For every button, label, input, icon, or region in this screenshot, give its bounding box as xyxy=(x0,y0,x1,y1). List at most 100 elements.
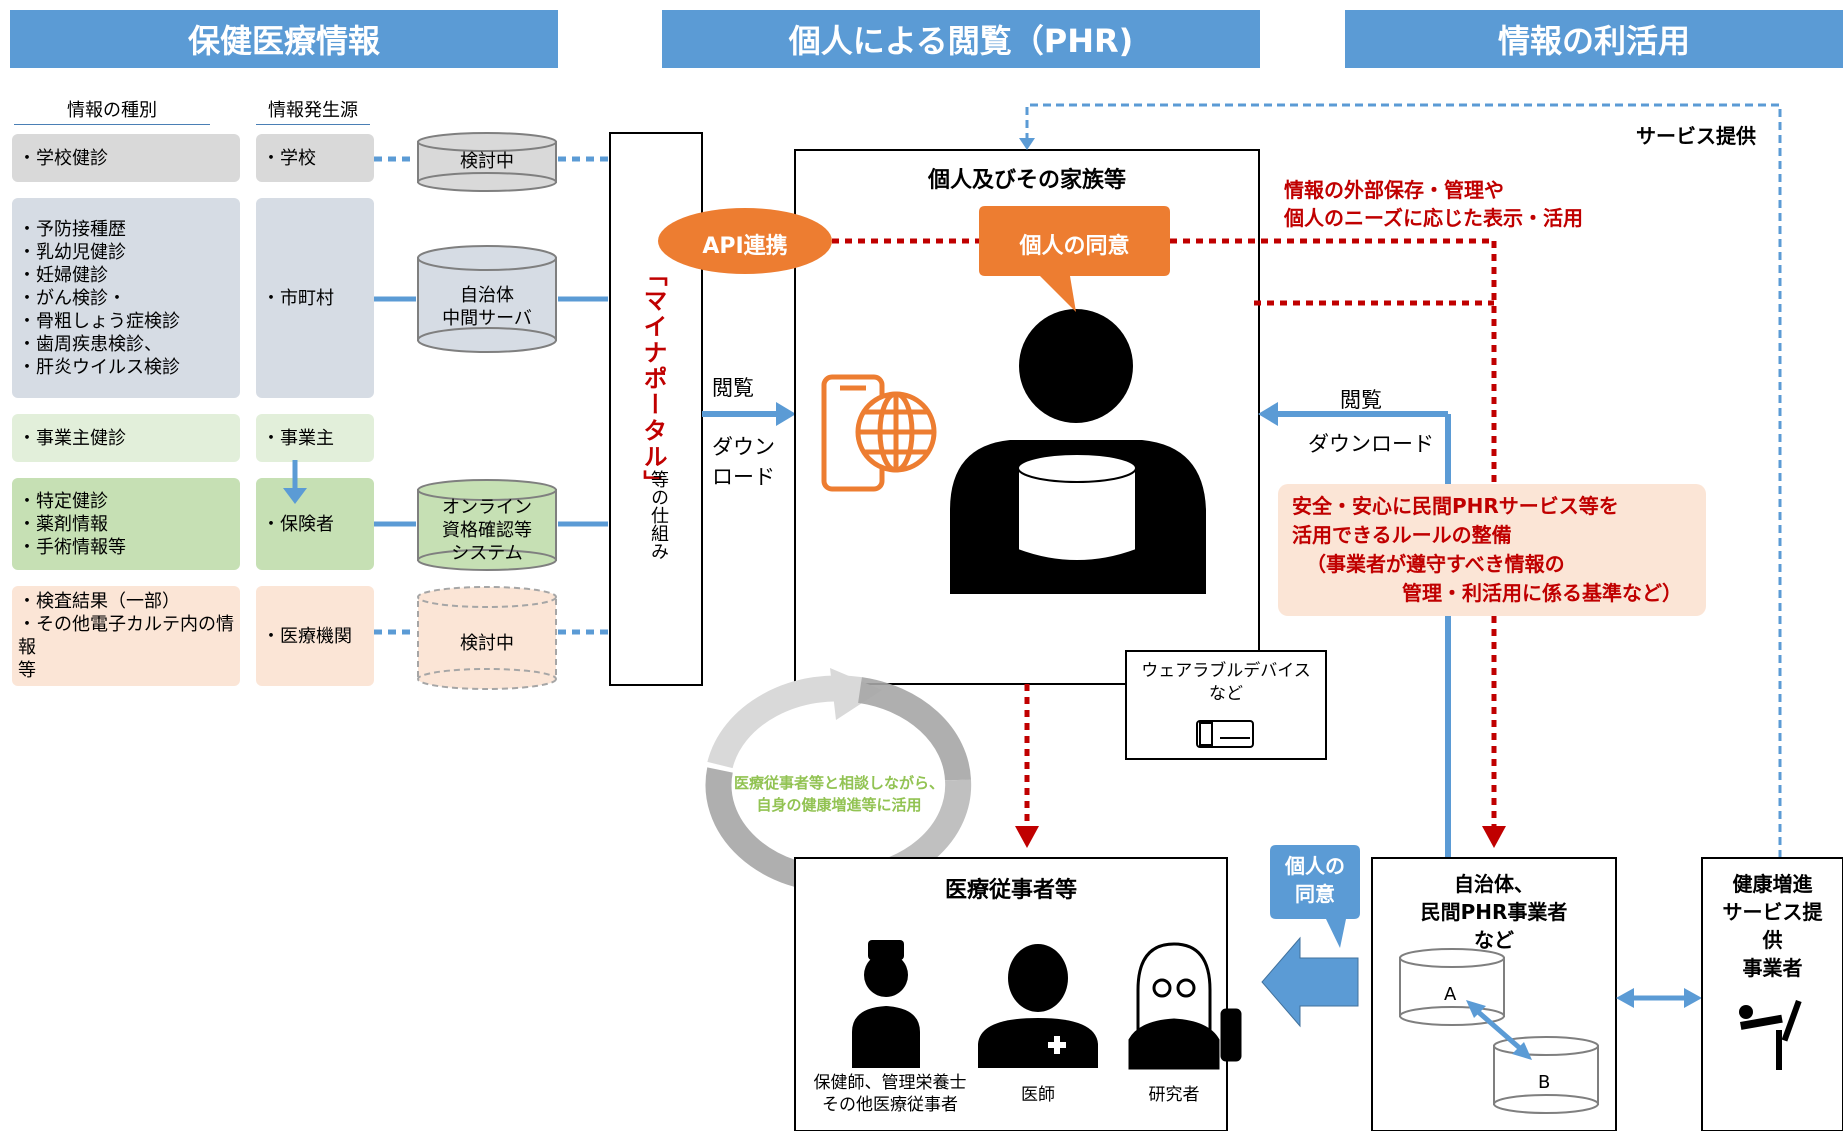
type-item: ・学校健診 xyxy=(18,147,108,169)
db-municipal-line: 自治体 xyxy=(460,285,514,306)
header-utilization: 情報の利活用 xyxy=(1345,10,1843,68)
db-a-cylinder xyxy=(1399,948,1505,1026)
health-title-line: サービス提 xyxy=(1722,900,1823,924)
db-hospital-cylinder xyxy=(417,586,557,690)
consent2-line: 同意 xyxy=(1295,882,1335,906)
type-item: ・妊婦健診 xyxy=(18,264,108,286)
db-a-label: A xyxy=(1444,984,1457,1005)
type-item: ・乳幼児健診 xyxy=(18,241,126,263)
type-item: ・検査結果（一部） xyxy=(18,591,180,612)
left-download-line: ダウン xyxy=(712,435,775,459)
person-silhouette xyxy=(950,309,1206,594)
nurse-label-line: その他医療従事者 xyxy=(822,1095,958,1115)
type-cell-hospital: ・検査結果（一部） ・その他電子カルテ内の情報 等 xyxy=(12,586,240,686)
column-header-source: 情報発生源 xyxy=(256,96,370,125)
source-employer: ・事業主 xyxy=(256,414,374,462)
db-municipal-label: 自治体 中間サーバ xyxy=(418,284,556,330)
type-cell-employer: ・事業主健診 xyxy=(12,414,240,462)
consent2-callout xyxy=(1270,845,1360,948)
db-school-cylinder xyxy=(417,132,557,192)
type-item: ・歯周疾患検診、 xyxy=(18,333,162,355)
portal-name: 「マイナポータル」 xyxy=(639,262,667,496)
portal-suffix: 等の仕組み xyxy=(648,470,669,560)
type-item: ・手術情報等 xyxy=(18,536,126,558)
type-item: ・その他電子カルテ内の情報 xyxy=(18,614,234,658)
source-hospital: ・医療機関 xyxy=(256,586,374,686)
db-online-label: オンライン 資格確認等 システム xyxy=(418,496,556,565)
external-text: 情報の外部保存・管理や 個人のニーズに応じた表示・活用 xyxy=(1284,176,1583,232)
external-text-line: 情報の外部保存・管理や xyxy=(1284,178,1504,202)
device-globe-icon xyxy=(821,374,937,492)
type-item: ・骨粗しょう症検診 xyxy=(18,310,180,332)
rules-line: 安全・安心に民間PHRサービス等を xyxy=(1292,494,1619,518)
db-online-line: 資格確認等 xyxy=(442,520,532,541)
consent-label: 個人の同意 xyxy=(1019,234,1130,259)
health-title-line: 事業者 xyxy=(1742,956,1803,980)
health-title-line: 健康増進 xyxy=(1732,872,1813,896)
header-health-info: 保健医療情報 xyxy=(10,10,558,68)
medical-title: 医療従事者等 xyxy=(944,878,1077,903)
researcher-icon xyxy=(1128,942,1242,1070)
db-municipal-line: 中間サーバ xyxy=(442,308,532,329)
rules-line: 管理・利活用に係る基準など） xyxy=(1402,581,1682,605)
operators-title: 自治体、 民間PHR事業者 など xyxy=(1372,870,1616,954)
consent-callout xyxy=(979,206,1170,312)
type-cell-school: ・学校健診 xyxy=(12,134,240,182)
type-item: ・肝炎ウイルス検診 xyxy=(18,356,180,378)
researcher-label: 研究者 xyxy=(1148,1085,1200,1105)
db-municipal-cylinder xyxy=(417,245,557,353)
type-item: 等 xyxy=(18,660,36,681)
api-ellipse xyxy=(658,208,832,274)
doctor-icon xyxy=(978,944,1098,1068)
source-municipal: ・市町村 xyxy=(256,198,374,398)
cycle-text-line: 医療従事者等と相談しながら、 xyxy=(733,774,944,792)
api-label: API連携 xyxy=(702,234,788,259)
type-item: ・がん検診・ xyxy=(18,287,126,309)
db-online-line: システム xyxy=(451,543,523,564)
column-header-type: 情報の種別 xyxy=(14,96,210,125)
operators-title-line: 民間PHR事業者 xyxy=(1420,900,1568,924)
nurse-label-line: 保健師、管理栄養士 xyxy=(813,1073,967,1093)
operators-title-line: など xyxy=(1474,928,1514,952)
external-text-line: 個人のニーズに応じた表示・活用 xyxy=(1284,206,1583,230)
health-title-line: 供 xyxy=(1762,928,1783,952)
consent2-line: 個人の xyxy=(1285,854,1345,878)
type-item: ・事業主健診 xyxy=(18,427,126,449)
rules-line: 活用できるルールの整備 xyxy=(1292,523,1512,547)
type-cell-municipal: ・予防接種歴 ・乳幼児健診 ・妊婦健診 ・がん検診・ ・骨粗しょう症検診 ・歯周… xyxy=(12,198,240,398)
nurse-icon xyxy=(852,940,920,1068)
rules-box: 安全・安心に民間PHRサービス等を 活用できるルールの整備 （事業者が遵守すべき… xyxy=(1278,484,1706,616)
db-school-label: 検討中 xyxy=(460,151,514,172)
wearable-watch-icon xyxy=(1196,720,1254,748)
db-online-line: オンライン xyxy=(442,497,532,518)
left-view-label: 閲覧 xyxy=(712,376,754,400)
source-insurer: ・保険者 xyxy=(256,478,374,570)
left-download-line: ロード xyxy=(712,465,775,489)
nurse-label: 保健師、管理栄養士 その他医療従事者 xyxy=(800,1072,980,1116)
cycle-text: 医療従事者等と相談しながら、 自身の健康増進等に活用 xyxy=(718,772,960,816)
right-view-label: 閲覧 xyxy=(1340,388,1382,412)
type-cell-insurer: ・特定健診 ・薬剤情報 ・手術情報等 xyxy=(12,478,240,570)
left-download-label: ダウン ロード xyxy=(712,432,775,492)
db-online-cylinder xyxy=(417,479,557,571)
db-b-label: B xyxy=(1538,1072,1551,1093)
exercise-icon xyxy=(1739,1000,1802,1070)
doctor-label: 医師 xyxy=(1021,1085,1055,1105)
operators-title-line: 自治体、 xyxy=(1454,872,1534,896)
source-school: ・学校 xyxy=(256,134,374,182)
header-phr: 個人による閲覧（PHR) xyxy=(662,10,1260,68)
cycle-text-line: 自身の健康増進等に活用 xyxy=(756,796,922,814)
consent2-label: 個人の 同意 xyxy=(1270,852,1360,908)
wearable-label: ウェアラブルデバイス など xyxy=(1126,660,1326,706)
type-item: ・予防接種歴 xyxy=(18,218,126,240)
health-title: 健康増進 サービス提 供 事業者 xyxy=(1702,870,1843,982)
wearable-label-suffix: など xyxy=(1209,684,1243,704)
type-item: ・特定健診 xyxy=(18,490,108,512)
rules-line: （事業者が遵守すべき情報の xyxy=(1306,552,1565,576)
type-item: ・薬剤情報 xyxy=(18,513,108,535)
service-label: サービス提供 xyxy=(1636,124,1756,148)
individual-title: 個人及びその家族等 xyxy=(927,168,1126,193)
db-hospital-label: 検討中 xyxy=(460,633,514,654)
db-b-cylinder xyxy=(1493,1036,1599,1114)
